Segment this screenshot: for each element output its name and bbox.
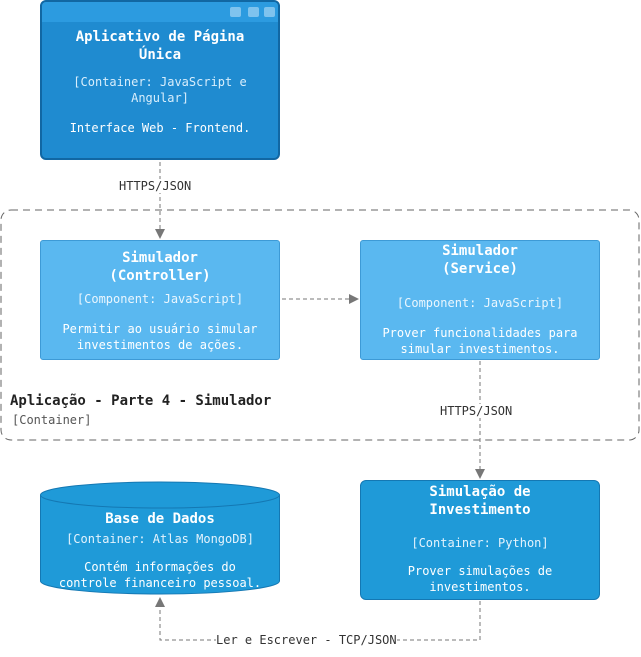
edge-label-service-simulation: HTTPS/JSON xyxy=(440,404,513,418)
database-description: Contém informações do controle financeir… xyxy=(58,560,262,590)
edge-label-spa-controller: HTTPS/JSON xyxy=(119,179,192,193)
spa-container[interactable]: Aplicativo de Página Única [Container: J… xyxy=(40,0,280,160)
database-title: Base de Dados xyxy=(105,511,215,527)
boundary-tech: [Container] xyxy=(12,413,92,427)
edge-label-simulation-database: Ler e Escrever - TCP/JSON xyxy=(216,633,397,647)
boundary-rect xyxy=(0,209,640,441)
browser-chrome xyxy=(42,2,278,22)
spa-tech: [Container: JavaScript e Angular] xyxy=(73,75,247,105)
boundary-name: Aplicação - Parte 4 - Simulador xyxy=(10,393,272,409)
simulation-title: Simulação de Investimento xyxy=(429,484,531,518)
controller-tech: [Component: JavaScript] xyxy=(76,292,244,306)
service-title: Simulador (Service) xyxy=(442,243,518,277)
spa-title: Aplicativo de Página Única xyxy=(75,29,245,63)
database-tech: [Container: Atlas MongoDB] xyxy=(66,532,254,546)
spa-description: Interface Web - Frontend. xyxy=(69,121,251,135)
simulation-tech: [Container: Python] xyxy=(411,536,549,550)
window-button-icon xyxy=(230,7,241,17)
window-button-icon xyxy=(264,7,275,17)
database-cylinder-icon xyxy=(40,481,280,595)
simulation-container[interactable]: Simulação de Investimento [Container: Py… xyxy=(360,480,600,600)
service-description: Prover funcionalidades para simular inve… xyxy=(382,326,578,356)
service-tech: [Component: JavaScript] xyxy=(396,296,564,310)
controller-component[interactable]: Simulador (Controller) [Component: JavaS… xyxy=(40,240,280,360)
window-button-icon xyxy=(248,7,259,17)
service-component[interactable]: Simulador (Service) [Component: JavaScri… xyxy=(360,240,600,360)
simulation-description: Prover simulações de investimentos. xyxy=(407,564,553,594)
controller-description: Permitir ao usuário simular investimento… xyxy=(62,322,258,352)
database-container[interactable]: Base de Dados [Container: Atlas MongoDB]… xyxy=(40,480,280,595)
controller-title: Simulador (Controller) xyxy=(109,250,211,284)
